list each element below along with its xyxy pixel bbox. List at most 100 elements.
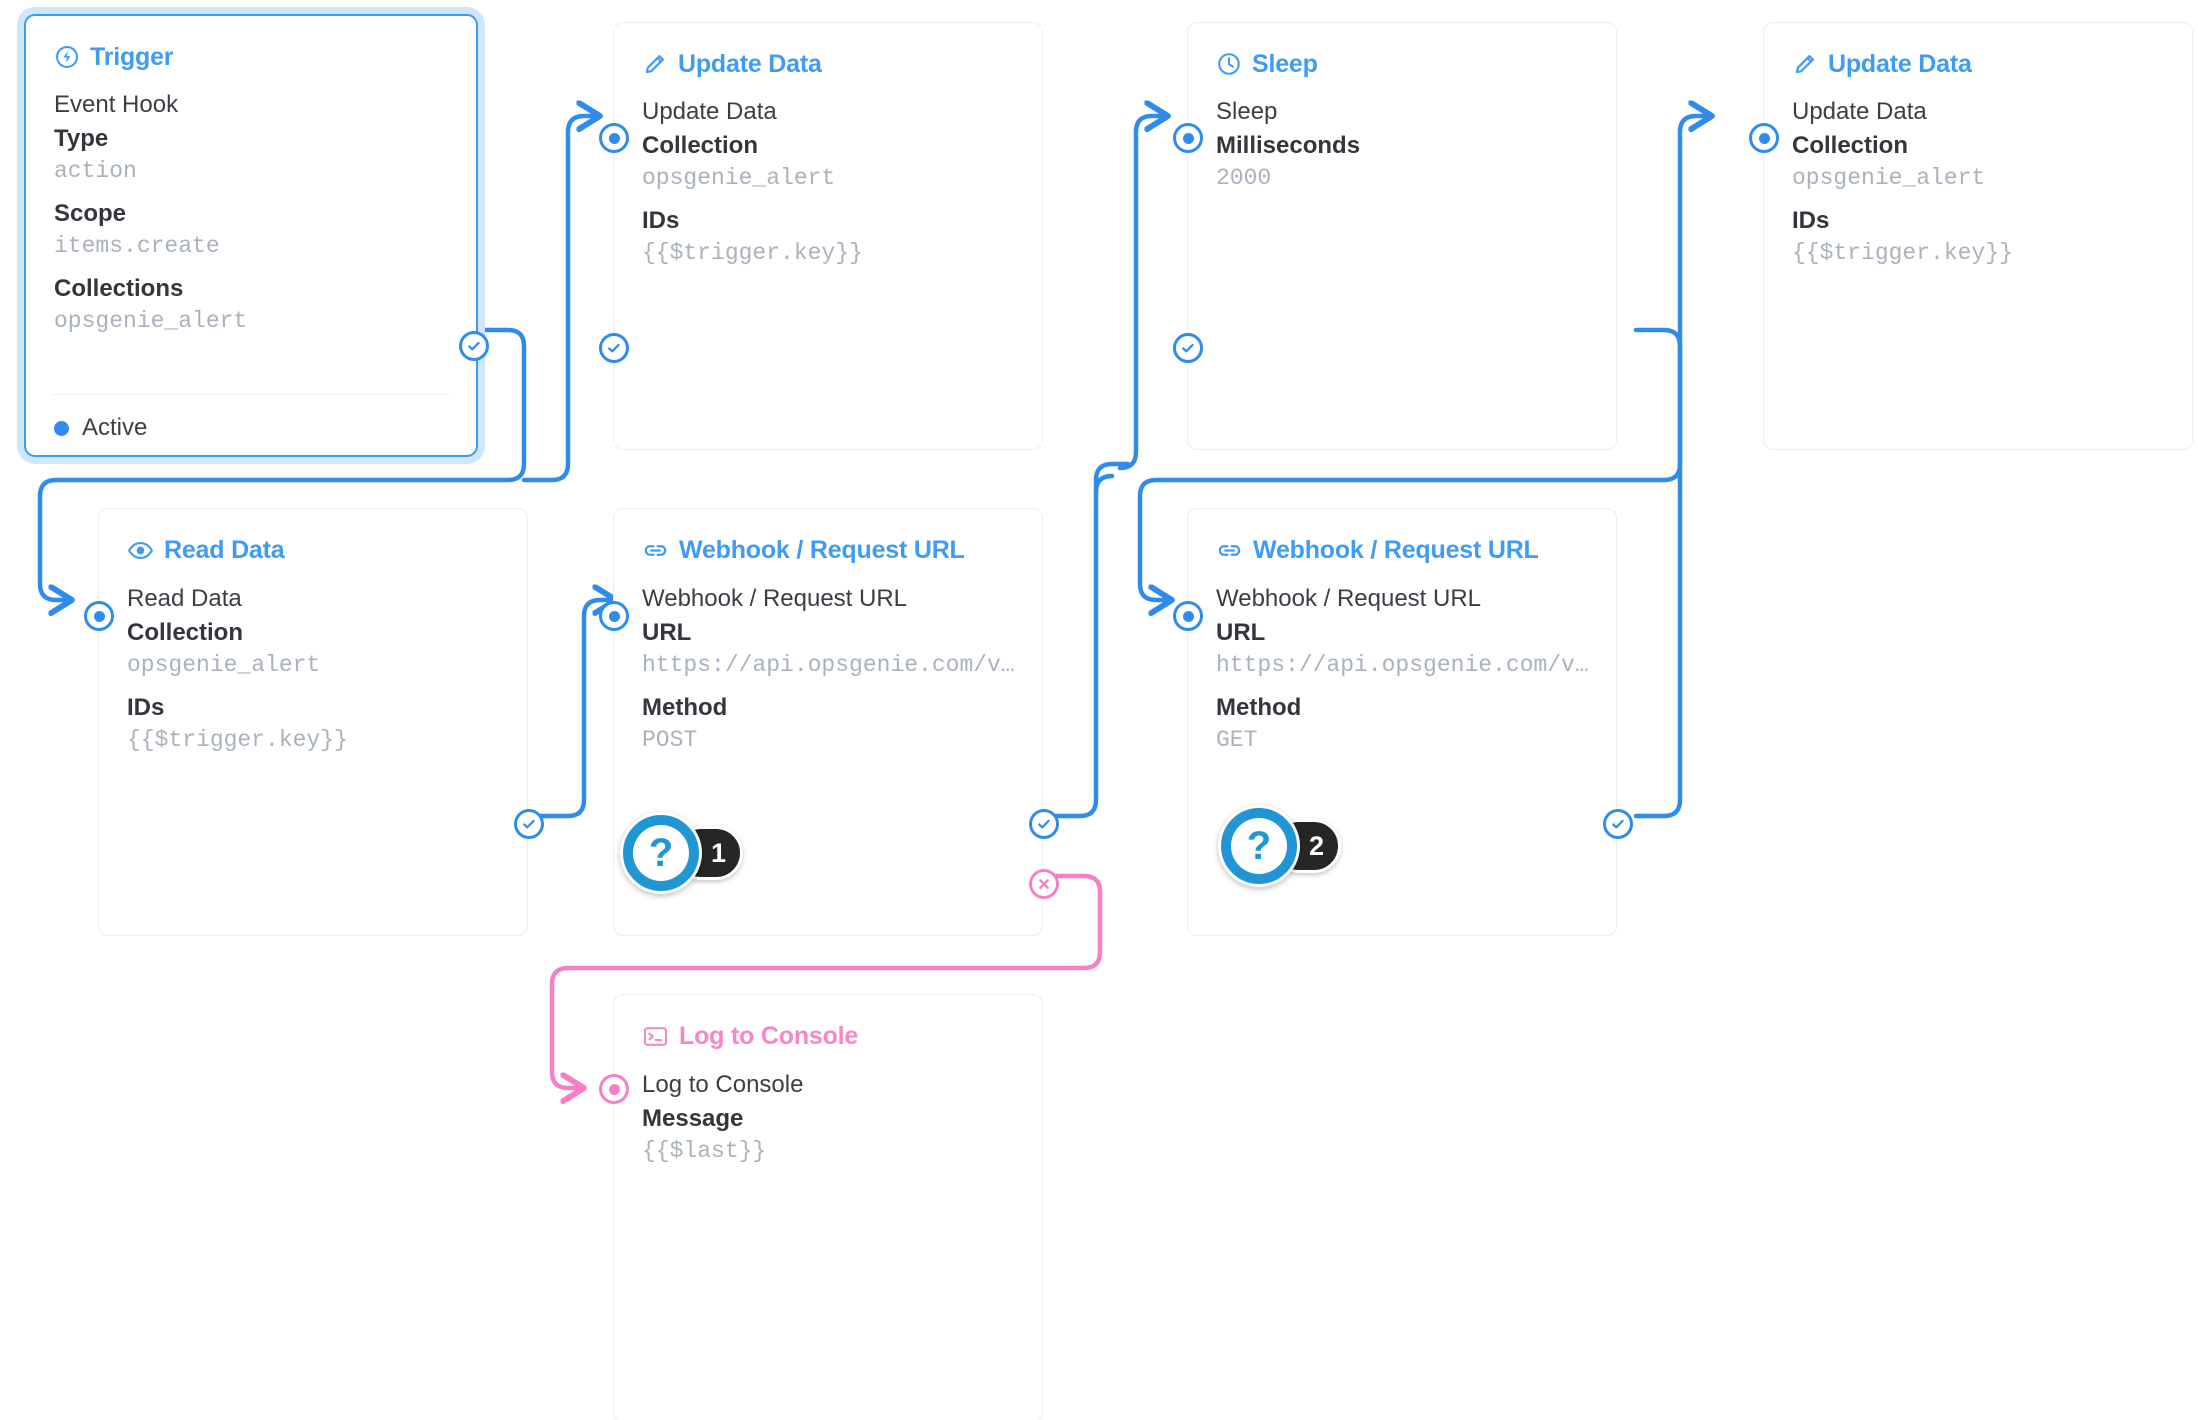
update-data-1-row-title: Update Data [642,98,777,125]
webhook-post-field-value-method: POST [642,727,698,754]
eye-icon [127,537,154,564]
node-card-trigger[interactable]: Trigger Event Hook Type action Scope ite… [24,14,489,457]
sleep-card-title: Sleep [1252,49,1318,78]
webhook-get-input-port[interactable] [1173,601,1203,631]
webhook-get-field-label-method: Method [1216,694,1302,722]
read-data-card-header: Read Data [99,509,527,564]
help-question-icon[interactable]: ? [620,812,702,894]
webhook-post-help-marker[interactable]: 1 ? [620,812,744,894]
trigger-field-value-type: action [54,158,137,185]
trigger-field-value-collections: opsgenie_alert [54,308,248,335]
read-data-card-title: Read Data [164,536,285,564]
log-to-console-card-body: Log to Console Message {{$last}} [614,1050,1042,1167]
clock-icon [1216,51,1242,77]
read-data-field-value-ids: {{$trigger.key}} [127,727,348,754]
webhook-post-field-value-url: https://api.opsgenie.com/v… [642,652,1015,679]
read-data-card-body: Read Data Collection opsgenie_alert IDs … [99,564,527,756]
terminal-icon [642,1023,669,1050]
trigger-row-title: Event Hook [54,91,179,118]
webhook-get-field-value-method: GET [1216,727,1258,754]
webhook-get-card-header: Webhook / Request URL [1188,509,1616,564]
update-data-2-card-title: Update Data [1828,49,1972,78]
sleep-field-label-milliseconds: Milliseconds [1216,132,1361,160]
node-card-update-data-2[interactable]: Update Data Update Data Collection opsge… [1749,22,2193,450]
log-to-console-row-title: Log to Console [642,1071,804,1098]
log-to-console-field-label-message: Message [642,1105,744,1133]
trigger-field-value-scope: items.create [54,233,220,260]
update-data-1-card-title: Update Data [678,49,822,78]
webhook-post-field-label-url: URL [642,619,692,647]
webhook-post-row-title: Webhook / Request URL [642,585,908,612]
update-data-2-card-header: Update Data [1764,23,2192,77]
read-data-field-label-ids: IDs [127,694,165,722]
node-card-sleep[interactable]: Sleep Sleep Milliseconds 2000 [1173,22,1617,450]
log-to-console-field-value-message: {{$last}} [642,1138,767,1165]
update-data-2-field-value-ids: {{$trigger.key}} [1792,240,2013,267]
node-card-update-data-1[interactable]: Update Data Update Data Collection opsge… [599,22,1043,450]
webhook-post-field-label-method: Method [642,694,728,722]
node-card-read-data[interactable]: Read Data Read Data Collection opsgenie_… [84,508,544,936]
webhook-get-field-value-url: https://api.opsgenie.com/v… [1216,652,1589,679]
webhook-get-card-title: Webhook / Request URL [1253,536,1539,564]
webhook-get-card-body: Webhook / Request URL URL https://api.op… [1188,564,1616,756]
webhook-get-resolve-port[interactable] [1603,809,1633,839]
webhook-post-card-body: Webhook / Request URL URL https://api.op… [614,564,1042,756]
read-data-resolve-port[interactable] [514,809,544,839]
webhook-get-row-title: Webhook / Request URL [1216,585,1482,612]
trigger-divider [52,394,450,395]
read-data-field-label-collection: Collection [127,619,244,647]
lightning-circle-icon [54,44,80,70]
update-data-2-field-value-collection: opsgenie_alert [1792,165,1986,192]
pencil-icon [642,51,668,77]
webhook-post-card-title: Webhook / Request URL [679,536,965,564]
trigger-card-header: Trigger [26,16,476,70]
status-dot-icon [54,420,69,436]
update-data-1-resolve-port[interactable] [599,333,629,363]
webhook-post-help-symbol: ? [633,825,689,881]
webhook-post-input-port[interactable] [599,601,629,631]
log-to-console-card-title: Log to Console [679,1022,859,1050]
update-data-1-field-value-ids: {{$trigger.key}} [642,240,863,267]
update-data-2-input-port[interactable] [1749,123,1779,153]
update-data-1-field-label-collection: Collection [642,132,759,160]
read-data-field-value-collection: opsgenie_alert [127,652,321,679]
webhook-post-reject-port[interactable] [1029,869,1059,899]
trigger-status: Active [54,414,147,442]
log-to-console-card-header: Log to Console [614,995,1042,1050]
webhook-post-resolve-port[interactable] [1029,809,1059,839]
sleep-card-body: Sleep Milliseconds 2000 [1188,77,1616,194]
update-data-1-card-header: Update Data [614,23,1042,77]
read-data-input-port[interactable] [84,601,114,631]
trigger-field-label-type: Type [54,125,109,153]
update-data-1-card-body: Update Data Collection opsgenie_alert ID… [614,77,1042,269]
sleep-row-title: Sleep [1216,98,1278,125]
trigger-card-title: Trigger [90,42,174,71]
node-card-log-to-console[interactable]: Log to Console Log to Console Message {{… [599,994,1043,1420]
update-data-1-field-value-collection: opsgenie_alert [642,165,836,192]
link-icon [642,537,669,564]
log-to-console-input-port[interactable] [599,1074,629,1104]
trigger-status-label: Active [82,414,148,441]
update-data-2-card-body: Update Data Collection opsgenie_alert ID… [1764,77,2192,269]
update-data-2-field-label-ids: IDs [1792,207,1830,235]
sleep-field-value-milliseconds: 2000 [1216,165,1272,192]
sleep-card-header: Sleep [1188,23,1616,77]
update-data-2-field-label-collection: Collection [1792,132,1909,160]
trigger-field-label-scope: Scope [54,200,127,228]
sleep-resolve-port[interactable] [1173,333,1203,363]
trigger-resolve-port[interactable] [459,331,489,361]
pencil-icon [1792,51,1818,77]
webhook-get-field-label-url: URL [1216,619,1266,647]
sleep-input-port[interactable] [1173,123,1203,153]
trigger-card-body: Event Hook Type action Scope items.creat… [26,70,476,337]
update-data-2-row-title: Update Data [1792,98,1927,125]
help-question-icon[interactable]: ? [1218,805,1300,887]
read-data-row-title: Read Data [127,585,242,612]
webhook-get-help-count: 2 [1309,830,1325,861]
webhook-get-help-symbol: ? [1231,818,1287,874]
update-data-1-input-port[interactable] [599,123,629,153]
webhook-get-help-marker[interactable]: 2 ? [1218,805,1342,887]
trigger-field-label-collections: Collections [54,275,184,303]
webhook-post-card-header: Webhook / Request URL [614,509,1042,564]
